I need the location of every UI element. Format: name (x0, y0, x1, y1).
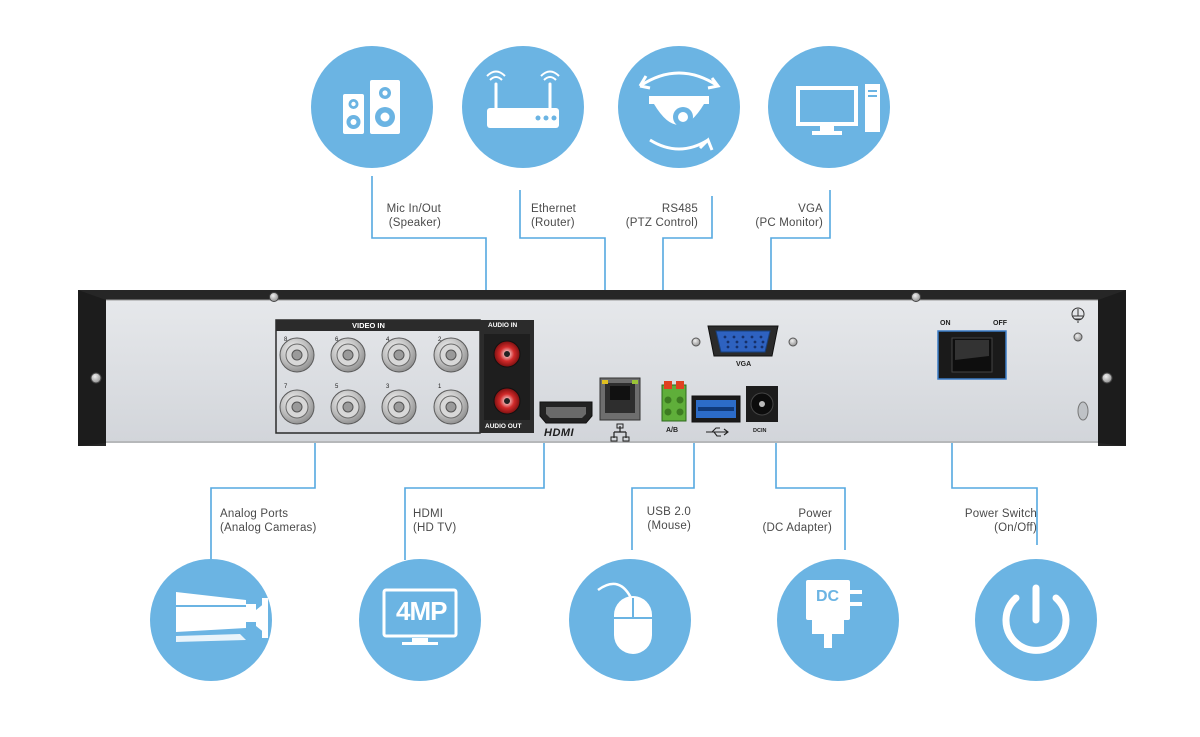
callout-rs485-line1: RS485 (661, 203, 698, 215)
screw (691, 337, 701, 347)
callout-vga-line2: (PC Monitor) (755, 217, 823, 229)
callout-analog-line2: (Analog Cameras) (220, 522, 317, 534)
rca-connectors[interactable] (493, 340, 521, 415)
rs485-terminal[interactable] (661, 381, 687, 422)
screw (788, 337, 798, 347)
callout-mic-line2: (Speaker) (388, 217, 441, 229)
screw (911, 292, 921, 302)
bnc-channel-number: 5 (335, 384, 339, 390)
bnc-channel-number: 7 (284, 384, 288, 390)
screw (90, 372, 102, 384)
bnc-channel-number: 3 (386, 384, 390, 390)
tv-4mp-text: 4MP (396, 596, 447, 626)
pc-monitor-icon (796, 84, 880, 135)
screw (269, 292, 279, 302)
usb-symbol (706, 427, 729, 437)
callout-analog: Analog Ports (Analog Cameras) (220, 507, 340, 535)
network-symbol (613, 426, 627, 438)
video-in-label: VIDEO IN (352, 321, 385, 330)
power-connector-line (775, 420, 846, 550)
callout-usb: USB 2.0 (Mouse) (606, 505, 691, 533)
callout-mic: Mic In/Out (Speaker) (360, 202, 441, 230)
callout-mic-line1: Mic In/Out (386, 203, 441, 215)
callout-analog-line1: Analog Ports (220, 508, 289, 520)
callout-hdmi-line1: HDMI (413, 508, 444, 520)
usb-port[interactable] (691, 395, 741, 437)
power-icon (1002, 584, 1070, 654)
dcin-label: DCIN (753, 428, 767, 434)
connector-lines (210, 176, 1038, 560)
knockout-hole (1077, 401, 1089, 421)
ground-terminal (1071, 307, 1085, 321)
callout-ethernet: Ethernet (Router) (531, 202, 611, 230)
callout-switch: Power Switch (On/Off) (936, 507, 1037, 535)
dc-icon-text: DC (816, 588, 840, 605)
callout-power-line2: (DC Adapter) (762, 522, 832, 534)
switch-on-label: ON (940, 320, 951, 327)
bnc-channel-number: 1 (438, 384, 442, 390)
tv-4mp-icon (382, 588, 458, 645)
switch-off-label: OFF (993, 320, 1007, 327)
callout-vga: VGA (PC Monitor) (737, 202, 823, 230)
bullet-camera-icon (176, 592, 268, 642)
mouse-icon (597, 582, 652, 654)
bnc-channel-number: 6 (335, 337, 339, 343)
callout-switch-line2: (On/Off) (994, 522, 1037, 534)
callout-vga-line1: VGA (798, 203, 823, 215)
audio-in-label: AUDIO IN (488, 322, 518, 329)
bnc-channel-number: 8 (284, 337, 288, 343)
callout-usb-line1: USB 2.0 (646, 506, 691, 518)
callout-hdmi-line2: (HD TV) (413, 522, 457, 534)
callout-ethernet-line1: Ethernet (531, 203, 577, 215)
bnc-channel-number: 2 (438, 337, 442, 343)
power-switch[interactable] (937, 330, 1007, 380)
bnc-connectors[interactable]: 8 6 4 2 7 5 3 1 (279, 337, 469, 425)
vga-label: VGA (736, 361, 752, 368)
dc-adapter-icon (806, 580, 862, 648)
bnc-channel-number: 4 (386, 337, 390, 343)
hdmi-label: HDMI (544, 427, 575, 439)
ethernet-port[interactable] (599, 377, 641, 442)
callout-rs485-line2: (PTZ Control) (625, 217, 698, 229)
screw (1073, 332, 1083, 342)
callout-rs485: RS485 (PTZ Control) (604, 202, 698, 230)
callout-power: Power (DC Adapter) (736, 507, 832, 535)
speaker-icon (343, 80, 400, 134)
callout-hdmi: HDMI (HD TV) (413, 507, 493, 535)
audio-out-label: AUDIO OUT (485, 423, 522, 430)
vga-port[interactable] (707, 325, 779, 357)
screw (1101, 372, 1113, 384)
dc-in-port[interactable] (746, 386, 778, 422)
callout-power-line1: Power (798, 508, 832, 520)
ptz-camera-icon (638, 71, 721, 151)
callout-usb-line2: (Mouse) (647, 520, 691, 532)
callout-switch-line1: Power Switch (964, 508, 1037, 520)
analog-connector-line (210, 433, 316, 560)
hdmi-connector-line (404, 426, 545, 560)
vga-connector-line (770, 190, 831, 328)
ab-label: A/B (666, 427, 679, 434)
callout-ethernet-line2: (Router) (531, 217, 575, 229)
usb-connector-line (631, 426, 695, 550)
hdmi-port[interactable] (539, 401, 593, 424)
router-icon (486, 70, 560, 128)
